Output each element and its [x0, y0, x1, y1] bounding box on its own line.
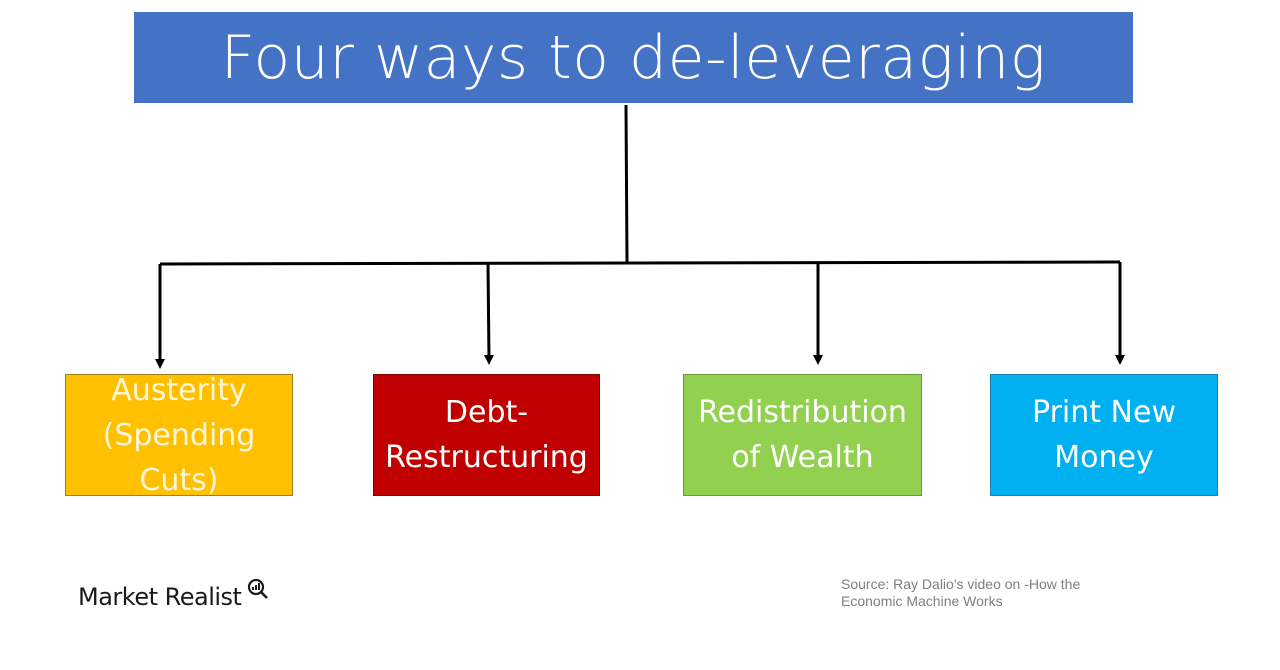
node-austerity: Austerity (Spending Cuts): [65, 373, 293, 498]
node-label: Print New Money: [1032, 395, 1176, 475]
market-realist-logo: Market Realist: [78, 583, 242, 611]
node-label: Redistribution of Wealth: [698, 395, 907, 475]
diagram-title: Four ways to de-leveraging: [220, 22, 1047, 93]
arrow-to-debt-restructuring: [483, 262, 494, 365]
magnifier-chart-icon: [247, 578, 268, 599]
source-note: Source: Ray Dalio's video on -How the Ec…: [841, 576, 1081, 609]
node-print-new-money: Print New Money: [990, 374, 1218, 496]
node-redistribution-of-wealth: Redistribution of Wealth: [683, 374, 922, 496]
node-debt-restructuring: Debt- Restructuring: [373, 374, 600, 496]
node-label: Austerity (Spending Cuts): [102, 372, 256, 498]
diagram-title-box: Four ways to de-leveraging: [134, 12, 1133, 103]
node-label: Debt- Restructuring: [385, 395, 588, 475]
